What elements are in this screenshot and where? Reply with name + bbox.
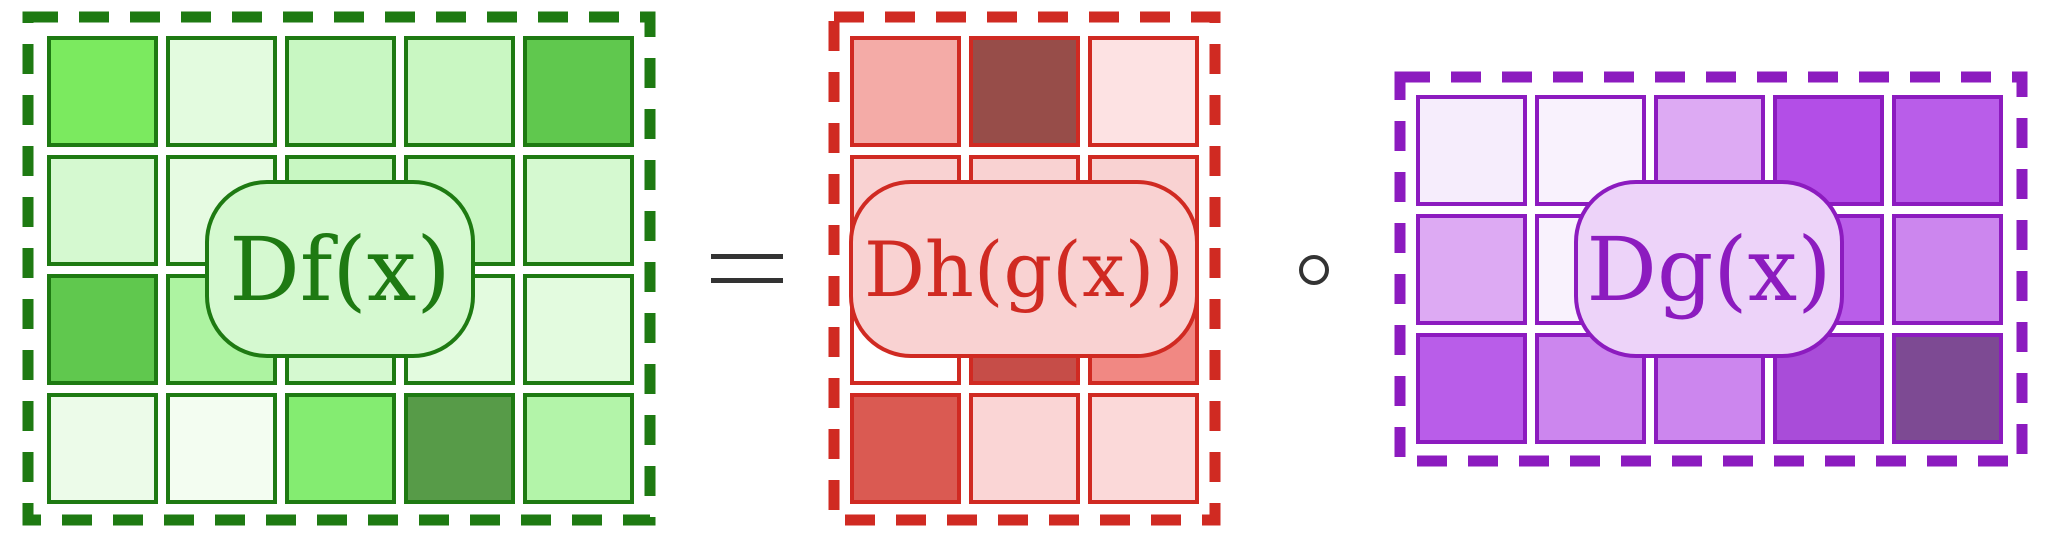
df-matrix-cell-r1-c3 (285, 36, 396, 147)
df-matrix-cell-r1-c5 (523, 36, 634, 147)
dh-matrix-cell-r1-c1 (850, 36, 961, 147)
dg-matrix-cell-r3-c5 (1892, 333, 2003, 444)
dh-matrix-cell-r4-c1 (850, 393, 961, 504)
df-matrix-cell-r1-c4 (404, 36, 515, 147)
df-matrix-cell-r4-c4 (404, 393, 515, 504)
dg-label: Dg(x) (1586, 217, 1832, 321)
dh-label: Dh(g(x)) (864, 224, 1184, 314)
df-matrix-cell-r2-c5 (523, 155, 634, 266)
dg-matrix-cell-r3-c1 (1416, 333, 1527, 444)
df-matrix-cell-r1-c2 (166, 36, 277, 147)
equals-glyph (711, 254, 783, 283)
compose-glyph (1299, 255, 1329, 285)
dg-label-box: Dg(x) (1574, 180, 1844, 358)
df-matrix-cell-r1-c1 (47, 36, 158, 147)
df-matrix-cell-r3-c5 (523, 274, 634, 385)
df-label-box: Df(x) (205, 180, 475, 358)
df-matrix-cell-r3-c1 (47, 274, 158, 385)
equals-sign (708, 248, 786, 288)
dg-matrix-cell-r2-c1 (1416, 214, 1527, 325)
df-matrix-cell-r4-c3 (285, 393, 396, 504)
dh-label-box: Dh(g(x)) (849, 180, 1199, 358)
df-label: Df(x) (229, 217, 451, 321)
dh-matrix-cell-r1-c3 (1088, 36, 1199, 147)
dh-matrix-cell-r4-c3 (1088, 393, 1199, 504)
df-matrix-cell-r4-c1 (47, 393, 158, 504)
dg-matrix-cell-r1-c5 (1892, 95, 2003, 206)
dh-matrix-cell-r4-c2 (969, 393, 1080, 504)
compose-operator (1296, 252, 1332, 288)
dh-matrix-cell-r1-c2 (969, 36, 1080, 147)
df-matrix-cell-r4-c2 (166, 393, 277, 504)
dg-matrix-cell-r2-c5 (1892, 214, 2003, 325)
df-matrix-cell-r2-c1 (47, 155, 158, 266)
dg-matrix-cell-r1-c1 (1416, 95, 1527, 206)
df-matrix-cell-r4-c5 (523, 393, 634, 504)
